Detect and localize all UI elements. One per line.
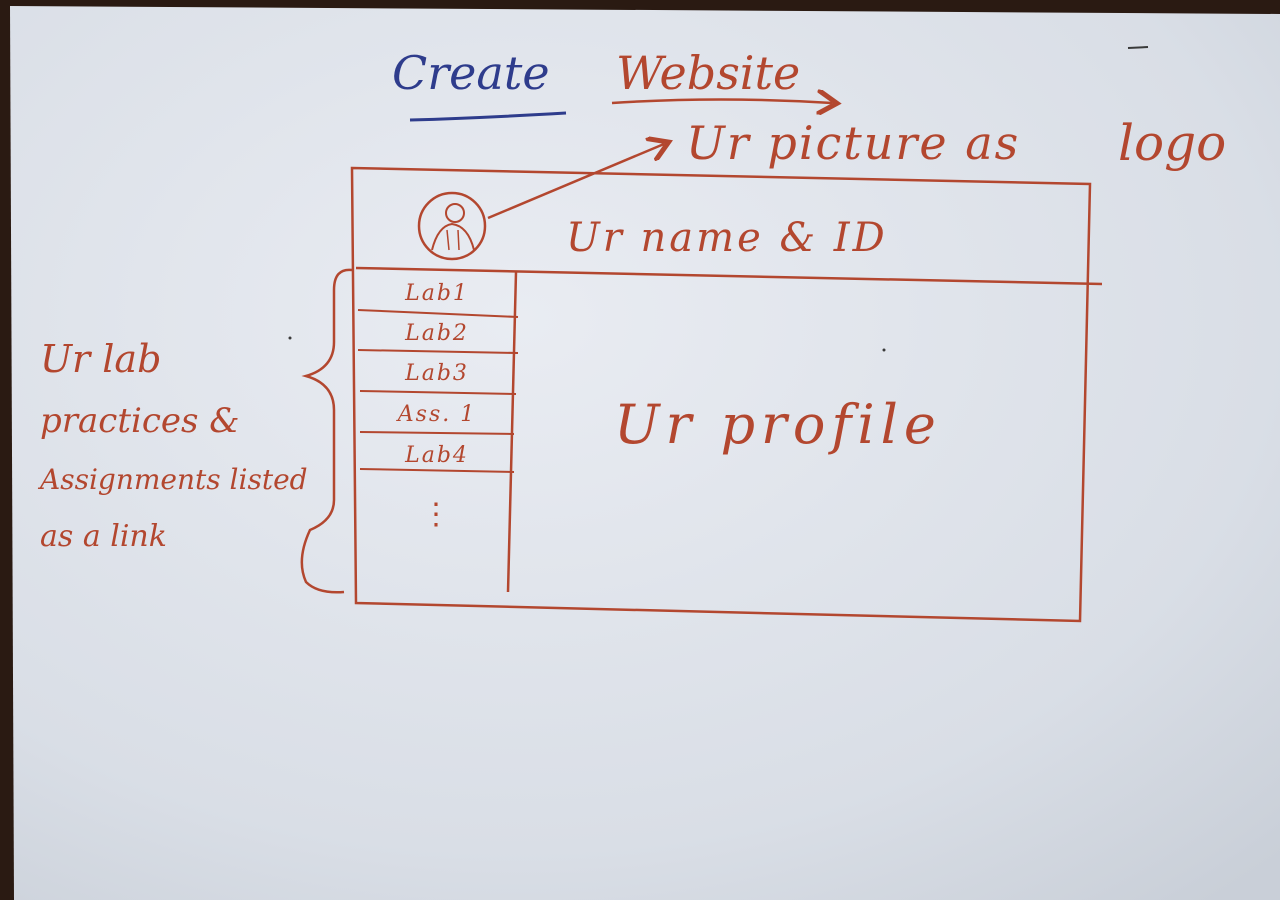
side-note-line: practices & [40, 401, 240, 441]
sidebar-item-lab1[interactable]: Lab1 [405, 281, 469, 306]
sidebar-item-lab2[interactable]: Lab2 [405, 321, 469, 346]
side-note-line: Ur lab [40, 337, 162, 381]
header-divider [355, 266, 1103, 286]
header-name-id: Ur name & ID [566, 215, 888, 261]
title-create: Create [392, 46, 550, 100]
main-profile-label: Ur profile [614, 393, 942, 456]
sidebar-item-lab3[interactable]: Lab3 [405, 361, 469, 386]
logo-note-word: logo [1118, 114, 1227, 172]
side-note-line: as a link [40, 519, 167, 554]
logo-arrow [487, 144, 664, 220]
sidebar-more-icon: ⋮ [421, 497, 453, 532]
sidebar-item-lab4[interactable]: Lab4 [405, 443, 469, 468]
title-underline-right [611, 100, 832, 104]
title-website: Website [616, 46, 801, 100]
sidebar-divider [506, 271, 518, 593]
brace-icon [300, 268, 353, 594]
sidebar-item-ass1[interactable]: Ass. 1 [397, 402, 477, 427]
title-underline-left [409, 111, 567, 122]
logo-note: Ur picture as [686, 116, 1021, 170]
paper-sheet [10, 6, 1280, 900]
side-note-line: Assignments listed [40, 463, 308, 496]
website-frame [350, 166, 1092, 623]
logo-avatar-icon [417, 191, 487, 261]
